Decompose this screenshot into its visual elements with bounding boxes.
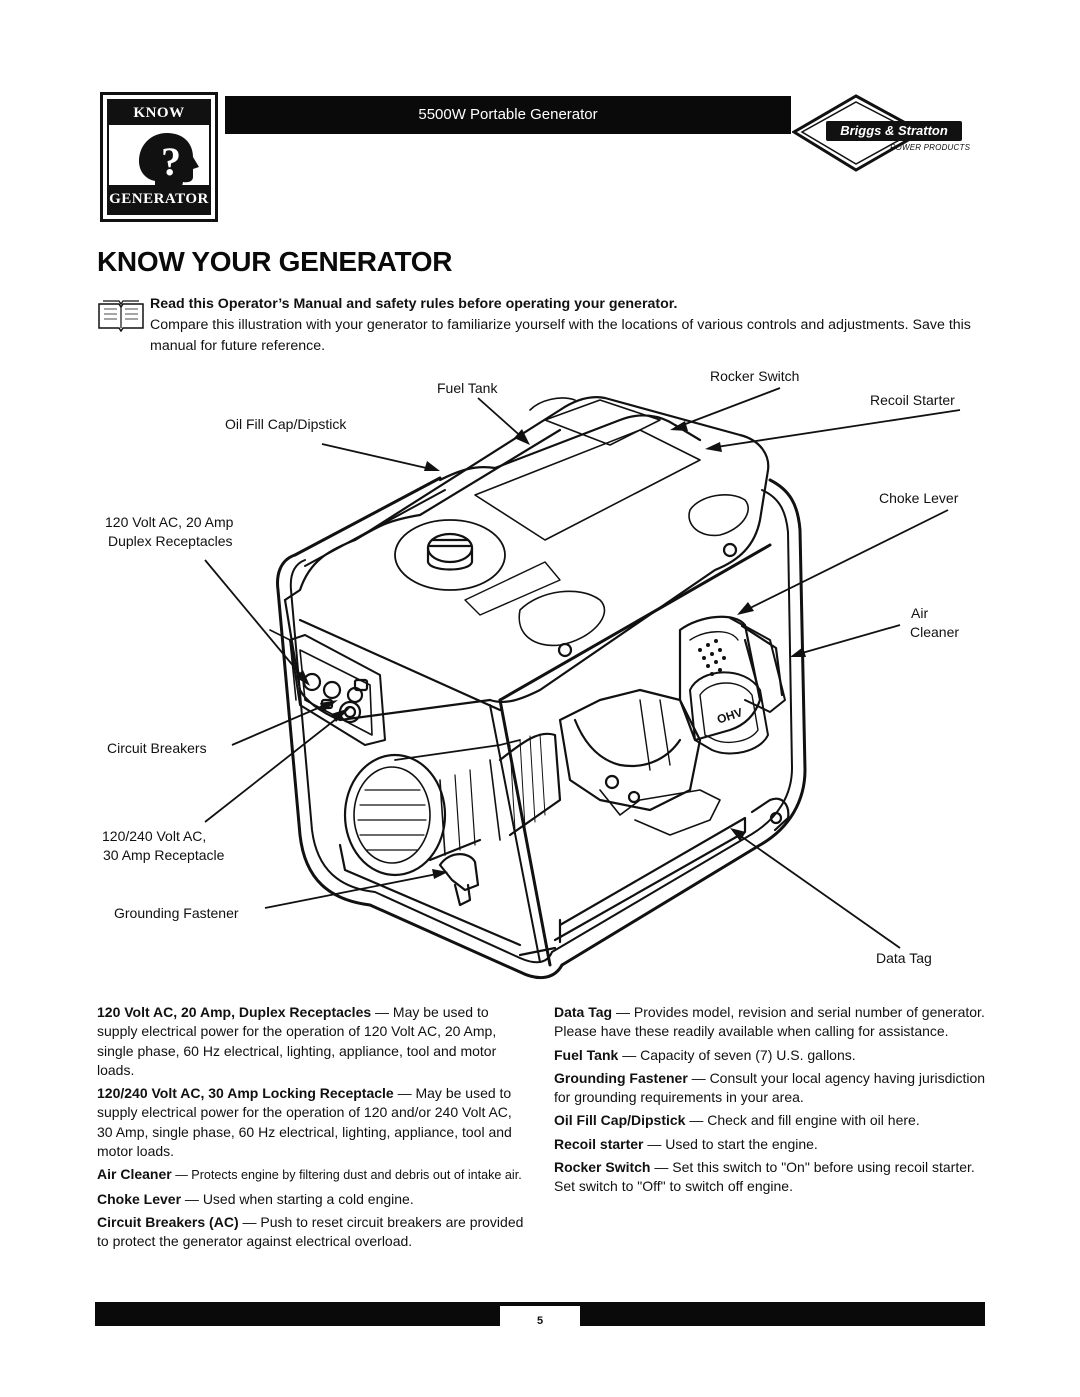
text-rocker: — Set this switch to "On" before using r…	[554, 1159, 975, 1195]
label-choke-lever: Choke Lever	[879, 490, 959, 506]
desc-recoil: Recoil starter — Used to start the engin…	[554, 1135, 986, 1154]
term-air-cleaner: Air Cleaner	[97, 1166, 172, 1183]
text-data-tag: — Provides model, revision and serial nu…	[554, 1004, 985, 1040]
term-recoil: Recoil starter	[554, 1135, 644, 1152]
desc-duplex: 120 Volt AC, 20 Amp, Duplex Receptacles …	[97, 1003, 527, 1080]
text-grounding: — Consult your local agency having juris…	[554, 1069, 986, 1106]
desc-data-tag: Data Tag — Provides model, revision and …	[554, 1003, 986, 1042]
term-data-tag: Data Tag	[554, 1004, 613, 1020]
label-fuel-tank: Fuel Tank	[437, 380, 498, 396]
label-circuit-breakers: Circuit Breakers	[107, 740, 207, 756]
intro-text: Compare this illustration with your gene…	[150, 317, 971, 354]
text-fuel-tank: — Capacity of seven (7) U.S. gallons.	[618, 1046, 856, 1063]
desc-air-cleaner: Air Cleaner — Protects engine by filteri…	[97, 1165, 527, 1185]
right-description-column: Data Tag — Provides model, revision and …	[554, 1003, 986, 1201]
term-fuel-tank: Fuel Tank	[554, 1046, 619, 1063]
term-duplex: 120 Volt AC, 20 Amp, Duplex Receptacles	[97, 1004, 372, 1020]
text-duplex: — May be used to supply electrical power…	[97, 1004, 497, 1078]
desc-locking: 120/240 Volt AC, 30 Amp Locking Receptac…	[97, 1084, 527, 1161]
desc-oil-fill: Oil Fill Cap/Dipstick — Check and fill e…	[554, 1111, 986, 1130]
label-locking-line2: 30 Amp Receptacle	[103, 847, 225, 863]
label-duplex-line1: 120 Volt AC, 20 Amp	[105, 514, 234, 530]
text-locking: — May be used to supply electrical power…	[97, 1085, 512, 1160]
logo-bottom-text: GENERATOR	[109, 185, 209, 213]
label-data-tag: Data Tag	[876, 950, 932, 966]
label-rocker-switch: Rocker Switch	[710, 368, 800, 384]
header-title: 5500W Portable Generator	[225, 96, 791, 134]
text-circuit-breakers: — Push to reset circuit breakers are pro…	[97, 1213, 524, 1250]
term-circuit-breakers: Circuit Breakers (AC)	[97, 1213, 239, 1230]
desc-circuit-breakers: Circuit Breakers (AC) — Push to reset ci…	[97, 1213, 527, 1252]
page-number: 5	[500, 1306, 580, 1332]
know-your-generator-logo: KNOW YOUR ? GENERATOR	[100, 92, 218, 222]
svg-text:?: ?	[161, 139, 181, 184]
label-air-line1: Air	[911, 605, 929, 621]
label-locking-line1: 120/240 Volt AC,	[102, 828, 207, 844]
manual-book-icon	[98, 300, 144, 332]
desc-choke: Choke Lever — Used when starting a cold …	[97, 1190, 527, 1209]
svg-text:OHV: OHV	[715, 705, 744, 726]
page-title: KNOW YOUR GENERATOR	[97, 246, 453, 277]
desc-fuel-tank: Fuel Tank — Capacity of seven (7) U.S. g…	[554, 1046, 986, 1065]
briggs-stratton-logo: Briggs & Stratton POWER PRODUCTS	[792, 92, 992, 174]
text-recoil: — Used to start the engine.	[643, 1135, 818, 1152]
brand-subtitle: POWER PRODUCTS	[890, 143, 971, 152]
label-oil-fill: Oil Fill Cap/Dipstick	[225, 416, 347, 432]
term-oil-fill: Oil Fill Cap/Dipstick	[554, 1112, 686, 1129]
intro-bold: Read this Operator’s Manual and safety r…	[150, 296, 678, 312]
label-grounding-fastener: Grounding Fastener	[114, 905, 239, 921]
label-recoil-starter: Recoil Starter	[870, 392, 955, 408]
term-locking: 120/240 Volt AC, 30 Amp Locking Receptac…	[97, 1085, 394, 1102]
term-grounding: Grounding Fastener	[554, 1069, 688, 1086]
desc-rocker: Rocker Switch — Set this switch to "On" …	[554, 1158, 986, 1197]
text-air-cleaner: — Protects engine by filtering dust and …	[171, 1168, 522, 1183]
head-question-mark-icon: ?	[139, 133, 199, 191]
term-rocker: Rocker Switch	[554, 1159, 651, 1176]
text-choke: — Used when starting a cold engine.	[181, 1190, 414, 1207]
intro-paragraph: Read this Operator’s Manual and safety r…	[150, 294, 980, 357]
logo-top-text: KNOW YOUR	[109, 101, 209, 145]
left-description-column: 120 Volt AC, 20 Amp, Duplex Receptacles …	[97, 1003, 527, 1256]
text-oil-fill: — Check and fill engine with oil here.	[685, 1112, 920, 1129]
term-choke: Choke Lever	[97, 1190, 182, 1207]
label-duplex-line2: Duplex Receptacles	[108, 533, 233, 549]
desc-grounding: Grounding Fastener — Consult your local …	[554, 1069, 986, 1108]
brand-name: Briggs & Stratton	[826, 121, 962, 141]
label-air-line2: Cleaner	[910, 624, 960, 640]
